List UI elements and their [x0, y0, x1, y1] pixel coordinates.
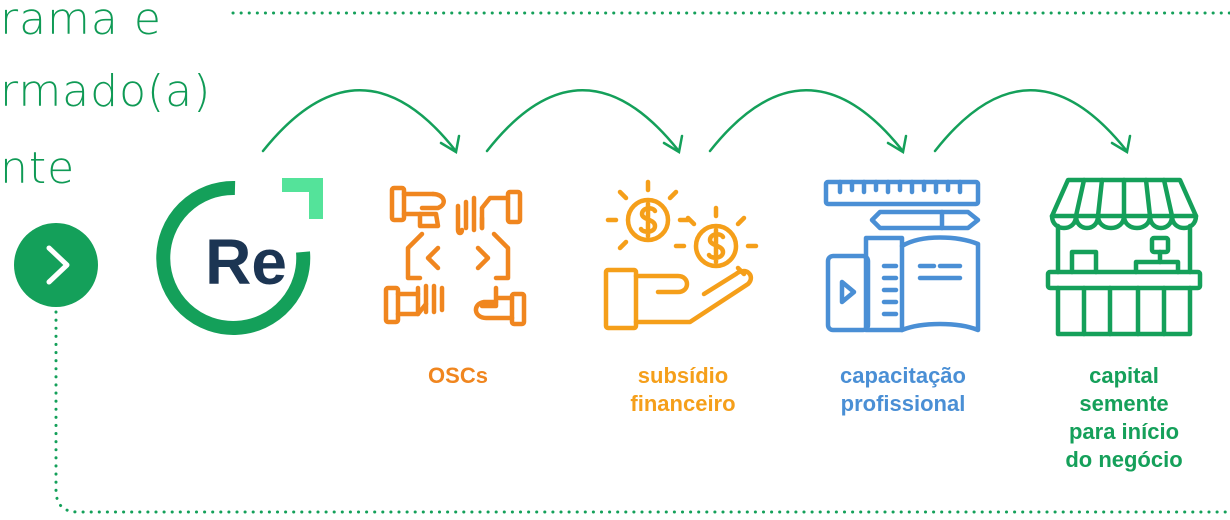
storefront-icon — [1045, 177, 1203, 337]
dotted-bottom-line — [54, 310, 1230, 514]
heading-line-3: nte — [0, 143, 76, 194]
coins-hand-icon — [603, 179, 759, 331]
arrow-arc-4 — [933, 89, 1132, 154]
arrow-arc-2 — [485, 89, 684, 154]
logo-text: Re — [205, 226, 287, 298]
re-logo: Re — [150, 170, 330, 355]
step-label-subsidio: subsídio financeiro — [630, 363, 736, 416]
step-label-capacitacao: capacitação profissional — [840, 363, 966, 416]
next-button[interactable] — [14, 223, 98, 307]
arrow-arc-1 — [261, 89, 461, 154]
chevron-right-icon — [46, 245, 70, 285]
step-label-capital-semente: capital semente para início do negócio — [1065, 363, 1183, 472]
heading-line-2: rmado(a) — [0, 66, 212, 117]
heading-line-1: rama e — [0, 0, 162, 45]
book-ruler-icon — [823, 179, 981, 333]
handshake-icon — [383, 185, 527, 327]
arrow-arc-3 — [708, 89, 908, 154]
step-label-oscs: OSCs — [428, 363, 488, 388]
